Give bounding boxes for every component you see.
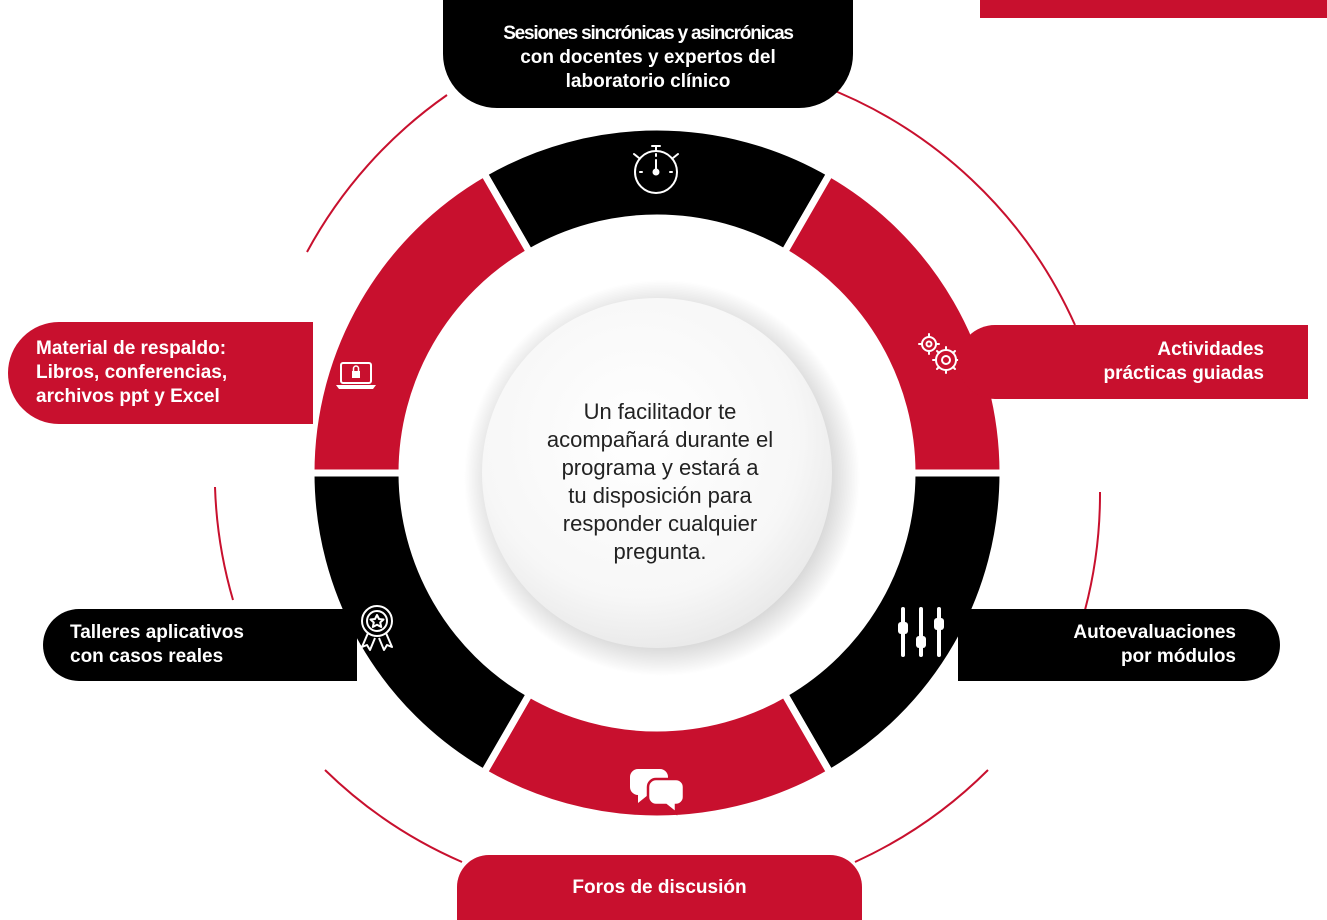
center-message-line-6: pregunta. <box>613 539 707 564</box>
label-autoevaluaciones: Autoevaluaciones por módulos <box>958 609 1280 681</box>
center-message-line-5: responder cualquier <box>562 511 758 536</box>
label-talleres: Talleres aplicativos con casos reales <box>43 609 357 681</box>
center-message: Un facilitador te acompañará durante el … <box>500 398 820 566</box>
ring-segments <box>307 123 1007 823</box>
outer-arc-right <box>1084 491 1102 611</box>
label-material-line-1: Material de respaldo: <box>36 338 227 359</box>
label-actividades: Actividades prácticas guiadas <box>958 325 1308 399</box>
center-message-line-3: programa y estará a <box>561 455 759 480</box>
label-sesiones-line-1: Sesiones sincrónicas y asincrónicas <box>503 23 794 44</box>
outer-arc-left <box>214 486 234 601</box>
ring-segment-top-left <box>307 168 535 477</box>
outer-arcs <box>214 84 1102 863</box>
label-foros-line-1: Foros de discusión <box>572 876 747 898</box>
label-material-line-2: Libros, conferencias, <box>36 362 228 383</box>
label-actividades-line-1: Actividades <box>1157 339 1264 360</box>
label-talleres-line-2: con casos reales <box>70 646 224 667</box>
label-foros: Foros de discusión <box>457 855 862 920</box>
label-material-line-3: archivos ppt y Excel <box>36 386 220 407</box>
label-material: Material de respaldo: Libros, conferenci… <box>8 322 313 424</box>
center-message-line-1: Un facilitador te <box>583 399 737 424</box>
center-circle <box>482 298 832 648</box>
label-autoevaluaciones-line-1: Autoevaluaciones <box>1073 622 1236 643</box>
corner-accent-bar <box>980 0 1327 18</box>
label-talleres-line-1: Talleres aplicativos <box>70 622 244 643</box>
label-sesiones: Sesiones sincrónicas y asincrónicas con … <box>443 0 853 108</box>
label-autoevaluaciones-line-2: por módulos <box>1120 646 1236 667</box>
laptop-lock-icon <box>336 362 376 389</box>
label-actividades-line-2: prácticas guiadas <box>1103 363 1264 384</box>
gears-icon <box>918 333 960 374</box>
outer-arc-bottom-left <box>324 769 463 863</box>
stopwatch-icon <box>633 145 679 194</box>
label-sesiones-line-2: con docentes y expertos del <box>520 47 776 68</box>
sliders-icon <box>898 607 944 657</box>
center-message-line-4: tu disposición para <box>568 483 752 508</box>
outer-arc-top-right <box>819 84 1076 326</box>
center-message-line-2: acompañará durante el <box>546 427 774 452</box>
outer-arc-bottom-right <box>854 769 989 863</box>
chat-bubbles-icon <box>630 769 686 816</box>
award-badge-icon <box>361 605 393 651</box>
outer-arc-top-left <box>306 94 448 253</box>
label-sesiones-line-3: laboratorio clínico <box>565 71 731 92</box>
